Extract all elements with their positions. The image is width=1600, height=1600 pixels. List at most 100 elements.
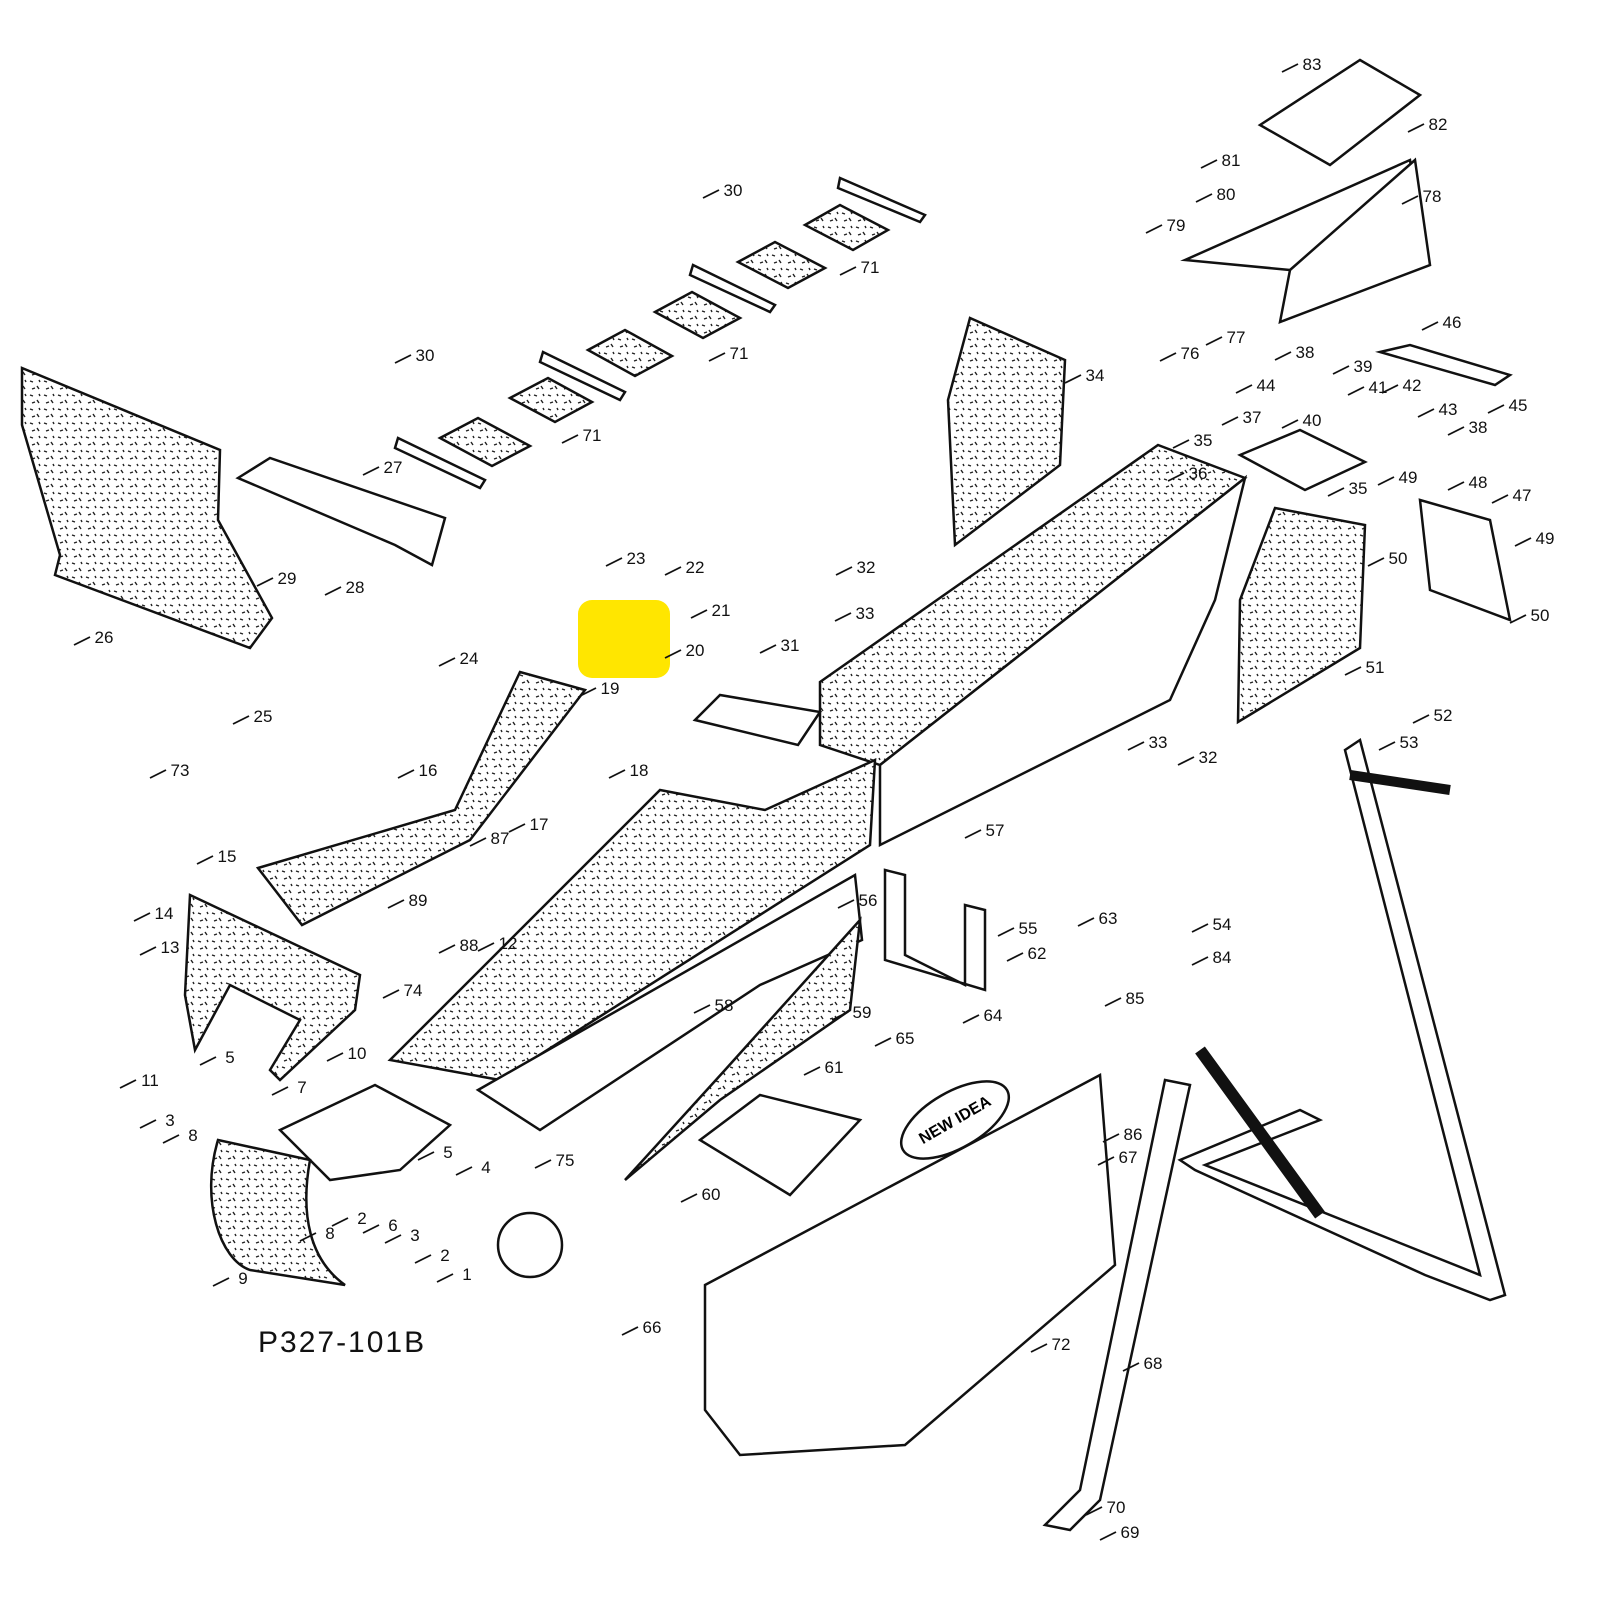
callout-75: 75 xyxy=(556,1151,575,1170)
leader-line xyxy=(331,1217,349,1227)
part-30-angle-d xyxy=(393,436,487,490)
callout-18: 18 xyxy=(630,761,649,780)
callout-28: 28 xyxy=(346,578,365,597)
part-59-shield xyxy=(624,916,862,1181)
leader-line xyxy=(397,769,415,779)
part-34-panel xyxy=(946,316,1067,548)
callout-65: 65 xyxy=(896,1029,915,1048)
part-57-conveyor-side xyxy=(878,474,1248,848)
callout-47: 47 xyxy=(1513,486,1532,505)
leader-line xyxy=(690,609,708,619)
callout-87: 87 xyxy=(491,829,510,848)
part-shapes: NEW IDEA xyxy=(20,58,1513,1532)
leader-line xyxy=(382,989,400,999)
leader-line xyxy=(477,942,495,952)
leader-line xyxy=(1099,1531,1117,1541)
part-81-panel xyxy=(1257,58,1423,167)
callout-6: 6 xyxy=(388,1216,397,1235)
callout-38: 38 xyxy=(1296,343,1315,362)
leader-line xyxy=(133,912,151,922)
leader-line xyxy=(1377,476,1395,486)
leader-line xyxy=(1064,374,1082,384)
callout-72: 72 xyxy=(1052,1335,1071,1354)
part-37-plate xyxy=(1237,428,1368,492)
callout-44: 44 xyxy=(1257,376,1276,395)
part-9-cover xyxy=(210,1138,346,1287)
callout-63: 63 xyxy=(1099,909,1118,928)
drawing-number: P327-101B xyxy=(258,1326,426,1359)
leader-line xyxy=(1327,487,1345,497)
callout-57: 57 xyxy=(986,821,1005,840)
leader-line xyxy=(271,1086,289,1096)
callout-88: 88 xyxy=(460,936,479,955)
leader-line xyxy=(455,1166,473,1176)
leader-line xyxy=(1159,352,1177,362)
leader-line xyxy=(1145,224,1163,234)
callout-4: 4 xyxy=(481,1158,490,1177)
leader-line xyxy=(139,1119,157,1129)
callout-56: 56 xyxy=(859,891,878,910)
callout-34: 34 xyxy=(1086,366,1105,385)
leader-line xyxy=(162,1134,180,1144)
callout-37: 37 xyxy=(1243,408,1262,427)
callout-12: 12 xyxy=(499,934,518,953)
callout-41: 41 xyxy=(1369,378,1388,397)
part-1-sprocket xyxy=(496,1211,564,1279)
part-13-hood xyxy=(183,893,362,1082)
callout-64: 64 xyxy=(984,1006,1003,1025)
callout-73: 73 xyxy=(171,761,190,780)
callout-55: 55 xyxy=(1019,919,1038,938)
leader-line xyxy=(326,1052,344,1062)
leader-line xyxy=(579,687,597,697)
leader-line xyxy=(708,352,726,362)
callout-7: 7 xyxy=(297,1078,306,1097)
part-71-plate-f xyxy=(437,416,533,468)
callout-78: 78 xyxy=(1423,187,1442,206)
leader-line xyxy=(1407,123,1425,133)
callout-31: 31 xyxy=(781,636,800,655)
leader-line xyxy=(149,769,167,779)
part-26-shield xyxy=(20,366,274,650)
leader-line xyxy=(1195,193,1213,203)
part-45-bar xyxy=(1375,343,1513,387)
callout-62: 62 xyxy=(1028,944,1047,963)
callout-36: 36 xyxy=(1189,464,1208,483)
leader-line xyxy=(605,557,623,567)
leader-line xyxy=(384,1234,402,1244)
callout-53: 53 xyxy=(1400,733,1419,752)
callout-20: 20 xyxy=(686,641,705,660)
callout-30: 30 xyxy=(416,346,435,365)
callout-38: 38 xyxy=(1469,418,1488,437)
callout-2: 2 xyxy=(440,1246,449,1265)
leader-line xyxy=(1104,997,1122,1007)
leader-line xyxy=(561,434,579,444)
leader-line xyxy=(1006,952,1024,962)
leader-line xyxy=(387,899,405,909)
leader-line xyxy=(837,899,855,909)
leader-line xyxy=(1378,741,1396,751)
part-54-crossbar xyxy=(1349,770,1451,795)
callout-46: 46 xyxy=(1443,313,1462,332)
callout-74: 74 xyxy=(404,981,423,1000)
leader-line xyxy=(1421,321,1439,331)
callout-14: 14 xyxy=(155,904,174,923)
leader-line xyxy=(469,837,487,847)
callout-8: 8 xyxy=(188,1126,197,1145)
part-30-angle-b xyxy=(688,263,777,314)
callout-70: 70 xyxy=(1107,1498,1126,1517)
part-30-angle-c xyxy=(538,350,627,402)
callout-5: 5 xyxy=(225,1048,234,1067)
callout-3: 3 xyxy=(165,1111,174,1130)
part-31-tray xyxy=(692,693,823,747)
callout-9: 9 xyxy=(238,1269,247,1288)
leader-line xyxy=(1177,756,1195,766)
callout-82: 82 xyxy=(1429,115,1448,134)
part-71-plate-e xyxy=(507,376,595,424)
leader-line xyxy=(1235,384,1253,394)
callout-39: 39 xyxy=(1354,357,1373,376)
callout-33: 33 xyxy=(856,604,875,623)
leader-line xyxy=(1491,494,1509,504)
leader-line xyxy=(414,1254,432,1264)
callout-2: 2 xyxy=(357,1209,366,1228)
